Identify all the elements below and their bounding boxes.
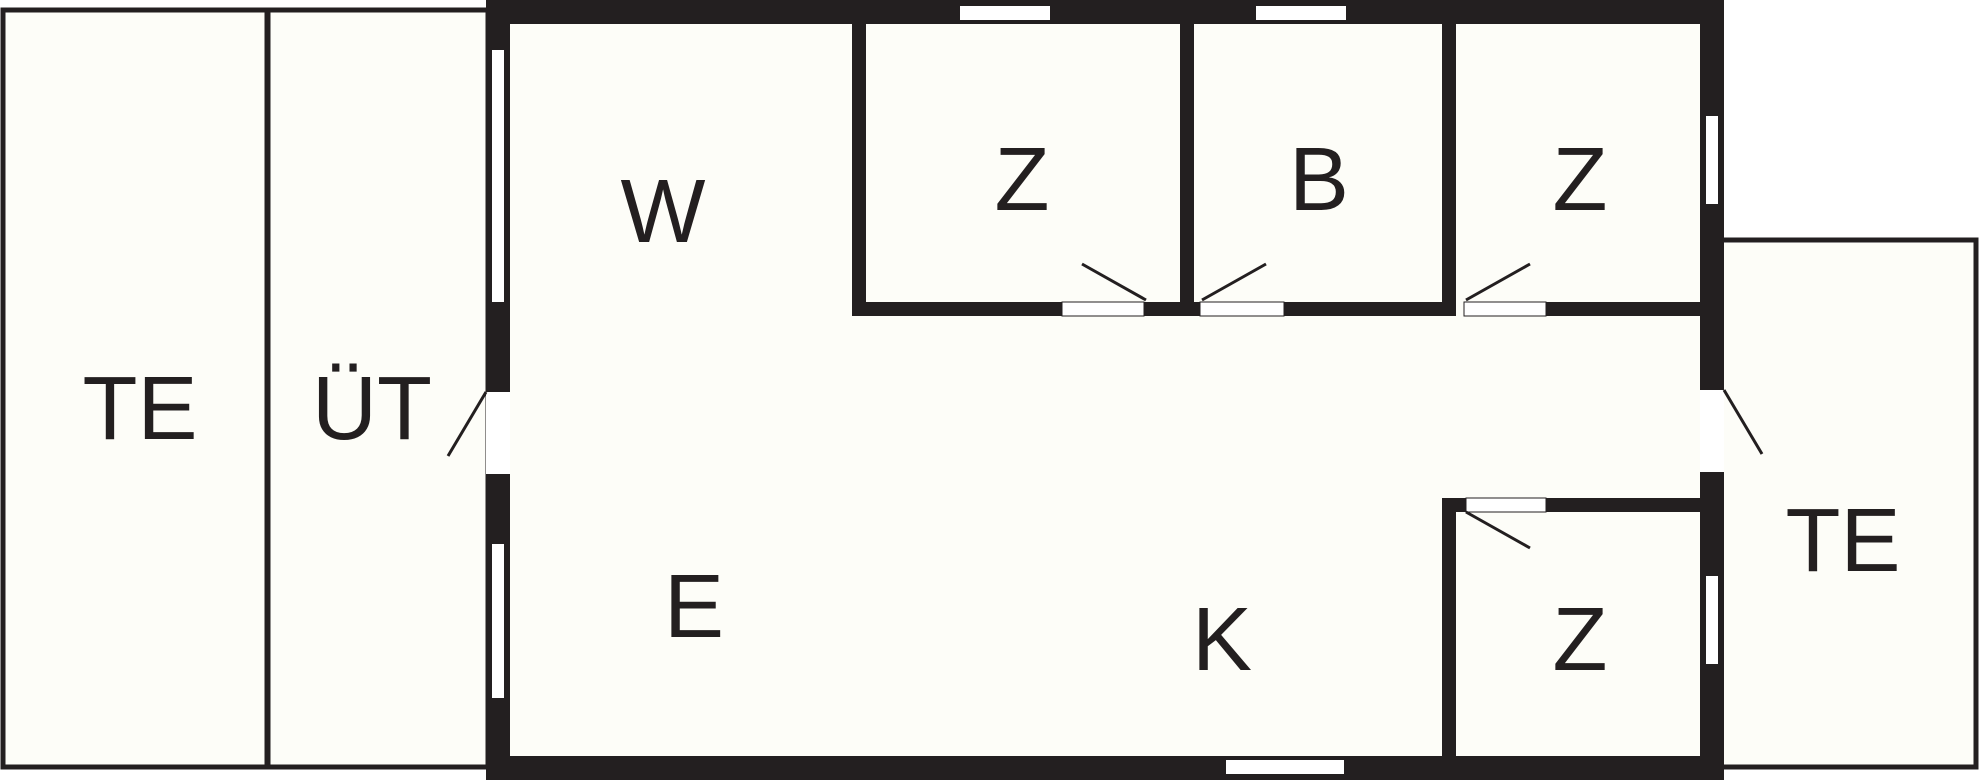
wall-bedroom3-corner [1442, 498, 1466, 512]
wall-bedroom2-west [1442, 18, 1456, 316]
label-kitchen: K [1192, 590, 1252, 690]
door-swing-bedroom1 [1081, 262, 1147, 302]
terrace-right-outline [1722, 237, 1979, 770]
wall-bedroom3-north [1546, 498, 1706, 512]
north-wall [486, 0, 1724, 24]
house-floor [498, 18, 1710, 762]
terrace-right-floor [1722, 243, 1974, 766]
label-bathroom: B [1289, 130, 1349, 230]
wall-bedroom1-west [852, 18, 866, 316]
label-utility: ÜT [312, 359, 432, 459]
window-east-lower [1706, 576, 1718, 664]
window-east-upper [1706, 116, 1718, 204]
utility-floor [269, 12, 486, 766]
terrace-left-floor [5, 12, 267, 766]
label-terrace-left: TE [82, 359, 197, 459]
door-swing-bath [1201, 262, 1267, 302]
label-dining: E [664, 557, 724, 657]
door-gap-bedroom2 [1463, 301, 1547, 317]
label-bedroom-2: Z [1553, 130, 1608, 230]
door-gap-bedroom1 [1061, 301, 1145, 317]
door-swing-bedroom3 [1465, 510, 1531, 550]
south-wall [486, 756, 1724, 780]
door-gap-west [486, 392, 510, 474]
window-west-upper [492, 50, 504, 302]
wall-bath-west [1180, 18, 1194, 316]
door-gap-east [1700, 390, 1724, 472]
label-bedroom-3: Z [1553, 590, 1608, 690]
door-swing-bedroom2 [1465, 262, 1531, 302]
window-south [1226, 760, 1344, 774]
door-swing-east [1722, 389, 1764, 455]
wall-bath-south [1284, 302, 1444, 316]
wall-bedroom3-west [1442, 498, 1456, 768]
door-gap-bath [1199, 301, 1285, 317]
label-terrace-right: TE [1785, 491, 1900, 591]
window-west-lower [492, 544, 504, 698]
wall-bedroom2-south [1546, 302, 1706, 316]
window-north-2 [1256, 6, 1346, 20]
door-swing-west [446, 391, 488, 457]
window-north-1 [960, 6, 1050, 20]
label-living: W [621, 162, 706, 262]
door-gap-bedroom3 [1465, 497, 1547, 513]
label-bedroom-1: Z [995, 130, 1050, 230]
wall-bedroom1-south-a [852, 302, 1062, 316]
